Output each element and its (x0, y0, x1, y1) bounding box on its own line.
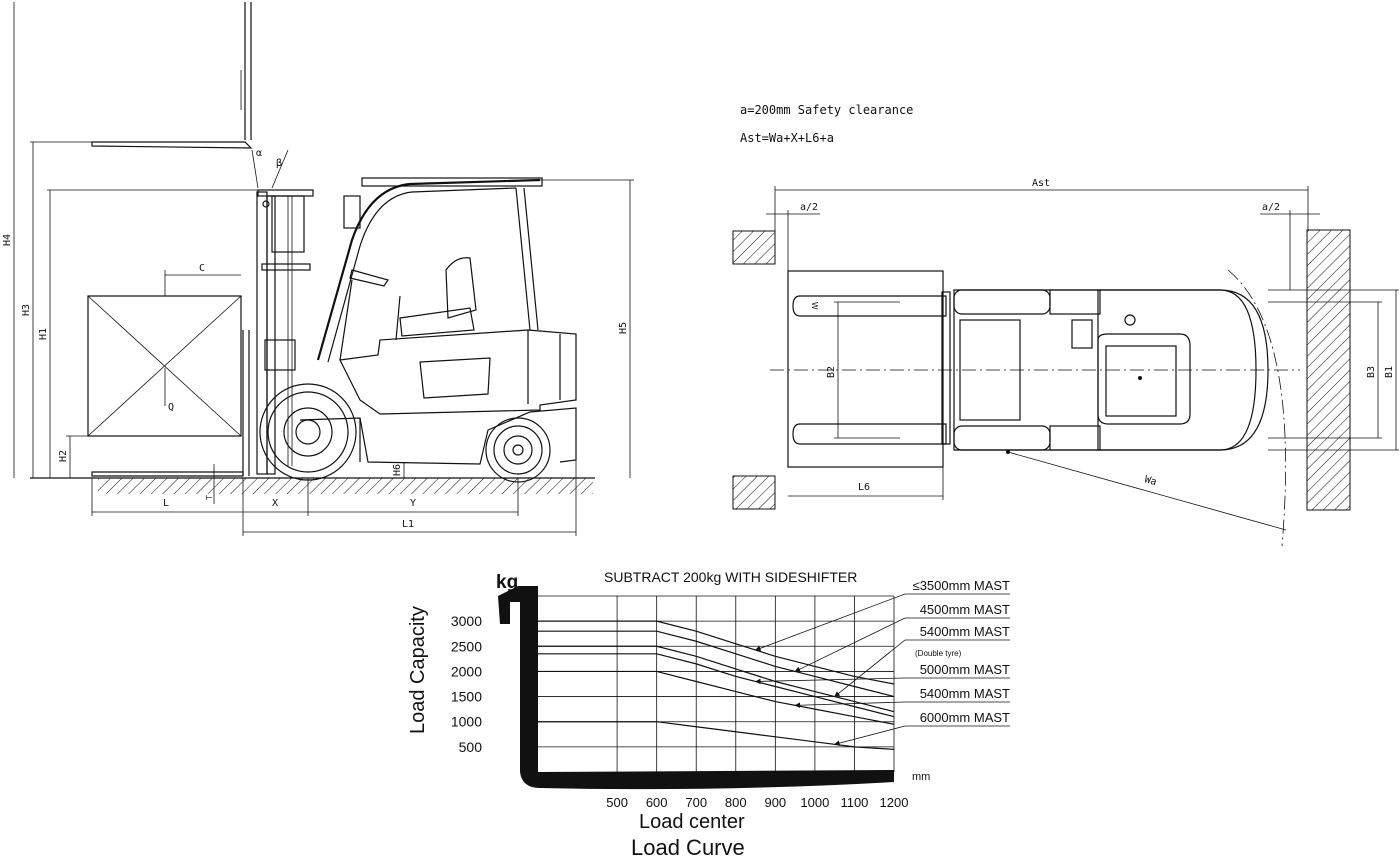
seat (395, 257, 477, 341)
series-line-0 (538, 620, 895, 685)
dim-b3: B3 (1366, 366, 1377, 378)
dim-q: Q (168, 402, 174, 413)
series-line-1 (538, 630, 895, 698)
top-carriage (941, 291, 951, 445)
y-tick-3: 2000 (451, 663, 482, 679)
dim-alpha: α (256, 148, 262, 159)
x-tick-0: 500 (606, 795, 628, 810)
raised-forks (91, 2, 253, 149)
dim-l: L (163, 498, 169, 509)
chart-y-unit: kg (496, 572, 518, 593)
legend-label-2: 5400mm MAST (920, 624, 1010, 639)
legend-arrow-0 (755, 593, 906, 651)
front-wheel (259, 383, 357, 481)
legend-arrow-1 (794, 617, 906, 672)
dim-h6: H6 (392, 464, 403, 476)
chart-legend: ≤3500mm MAST 4500mm MAST 5400mm MAST (Doubl… (754, 578, 1010, 746)
chart-axis-frame (498, 586, 894, 790)
legend-label-0: ≤3500mm MAST (913, 578, 1010, 593)
safety-clearance-note: a=200mm Safety clearance (740, 103, 913, 117)
x-tick-4: 900 (764, 795, 786, 810)
aisle-obstacles (732, 229, 1351, 511)
dim-w: W (810, 302, 819, 310)
chart-x-unit: mm (912, 771, 930, 783)
legend-arrow-2 (834, 639, 906, 697)
x-tick-5: 1000 (800, 795, 829, 810)
dim-wa: Wa (1143, 474, 1158, 488)
chart-caption: Load Curve (631, 835, 745, 858)
dim-c: C (199, 263, 205, 274)
dim-h1: H1 (38, 328, 49, 340)
top-pallet (787, 270, 944, 468)
chart-y-ticks: 500 1000 1500 2000 2500 3000 (451, 613, 482, 755)
dim-a2-left: a/2 (800, 202, 818, 213)
legend-label-3: 5000mm MAST (920, 662, 1010, 677)
lowered-forks (91, 330, 250, 477)
chart-y-label: Load Capacity (407, 606, 429, 734)
x-tick-1: 600 (646, 795, 668, 810)
steering-wheel (339, 269, 389, 361)
x-tick-3: 800 (725, 795, 747, 810)
body (299, 329, 577, 465)
dim-h4: H4 (2, 234, 13, 246)
legend-note-2: (Double tyre) (915, 649, 962, 658)
y-tick-0: 500 (459, 739, 483, 755)
load-curve-chart: kg SUBTRACT 200kg WITH SIDESHIFTER Load … (407, 569, 1010, 858)
legend-arrow-3 (754, 677, 906, 685)
side-dimension-lines: H4 H3 H1 H2 H5 H6 C (2, 2, 634, 536)
x-tick-2: 700 (685, 795, 707, 810)
load-box: Q (87, 295, 242, 437)
series-line-2 (538, 645, 895, 713)
dim-h5: H5 (618, 322, 629, 334)
chart-series (538, 620, 895, 750)
rear-wheel (485, 417, 551, 483)
legend-label-4: 5400mm MAST (920, 686, 1010, 701)
dim-y: Y (410, 498, 416, 509)
series-line-5 (538, 721, 895, 750)
legend-arrow-4 (794, 701, 906, 709)
top-forks: W (792, 295, 947, 445)
dim-ast: Ast (1032, 178, 1050, 189)
top-dimension-lines: Ast a/2 a/2 L6 B2 B3 (766, 178, 1399, 547)
dim-b1: B1 (1384, 366, 1395, 378)
dim-l1: L1 (402, 519, 414, 530)
dim-l6: L6 (858, 482, 870, 493)
legend-arrow-5 (834, 725, 906, 746)
top-truck-body (953, 289, 1269, 451)
dim-h2: H2 (58, 450, 69, 462)
chart-x-label: Load center (639, 811, 745, 833)
ground (30, 477, 595, 494)
x-tick-6: 1100 (840, 795, 868, 810)
dim-t: T (205, 495, 214, 500)
mast (256, 189, 314, 475)
dim-beta: β (276, 158, 282, 169)
legend-label-1: 4500mm MAST (920, 602, 1010, 617)
top-view: W Ast a/2 (732, 178, 1399, 547)
y-tick-2: 1500 (451, 689, 482, 705)
chart-title: SUBTRACT 200kg WITH SIDESHIFTER (604, 569, 857, 585)
dim-h3: H3 (21, 304, 32, 316)
legend-label-5: 6000mm MAST (920, 710, 1010, 725)
y-tick-1: 1000 (451, 714, 482, 730)
dim-a2-right: a/2 (1262, 202, 1280, 213)
series-line-3 (538, 653, 895, 718)
x-tick-7: 1200 (880, 795, 909, 810)
dim-x: X (272, 498, 278, 509)
chart-x-ticks: 500 600 700 800 900 1000 1100 1200 (606, 795, 908, 810)
y-tick-4: 2500 (451, 638, 482, 654)
y-tick-5: 3000 (451, 613, 482, 629)
overhead-guard (316, 177, 543, 363)
notes: a=200mm Safety clearance Ast=Wa+X+L6+a (740, 103, 913, 145)
ast-formula-note: Ast=Wa+X+L6+a (740, 131, 834, 145)
dim-b2: B2 (826, 366, 837, 378)
side-view: Q (2, 2, 634, 536)
series-line-4 (538, 670, 895, 725)
